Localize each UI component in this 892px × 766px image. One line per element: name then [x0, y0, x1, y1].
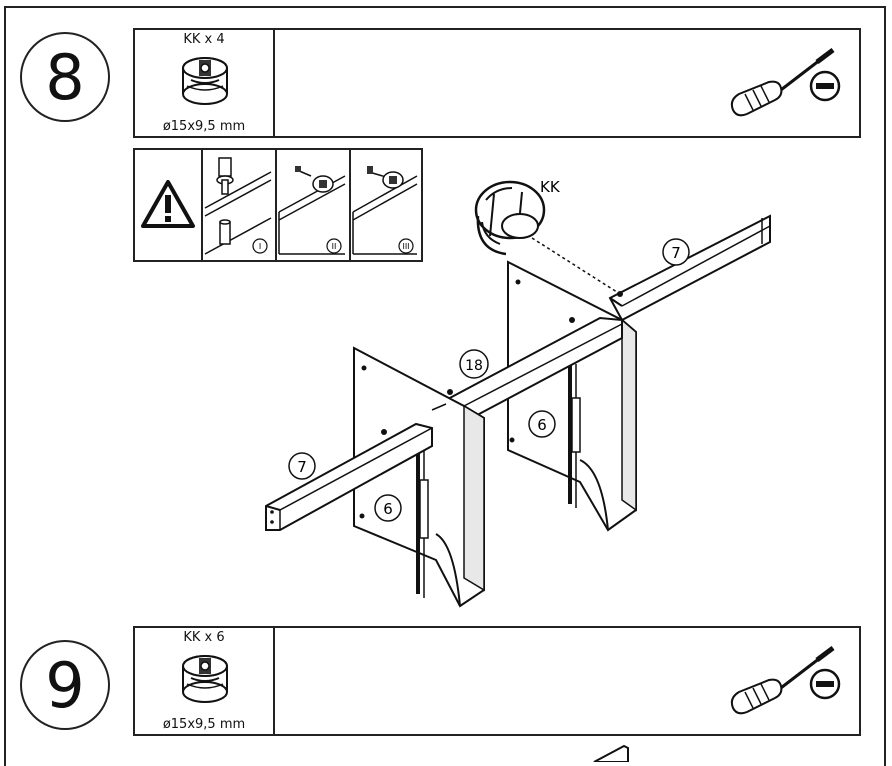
minus-icon	[809, 668, 841, 700]
cam-lock-icon	[182, 57, 228, 105]
substep-2-label: II	[332, 242, 337, 251]
callout-panel-front-label: 6	[383, 500, 393, 518]
step-8-header: KK x 4 ø15x9,5 mm	[133, 28, 861, 138]
substep-3-label: III	[402, 242, 409, 251]
substep-2-cell: II	[275, 150, 351, 260]
callout-rail-bottom-label: 7	[297, 458, 307, 476]
callout-panel-front: 6	[374, 494, 402, 522]
substep-3-illustration: III	[352, 166, 418, 255]
callout-panel-back: 6	[528, 410, 556, 438]
page-frame	[4, 6, 886, 766]
warning-cell	[135, 150, 203, 260]
callout-middle-rail-label: 18	[465, 358, 483, 374]
step-8-part-cell: KK x 4 ø15x9,5 mm	[135, 30, 275, 136]
minus-icon	[809, 70, 841, 102]
cam-lock-callout	[474, 180, 546, 256]
step-9-header: KK x 6 ø15x9,5 mm	[133, 626, 861, 736]
part-quantity: KK x 4	[183, 32, 225, 47]
step-number-8: 8	[20, 32, 110, 122]
warning-triangle-icon	[141, 180, 195, 228]
substep-1-label: I	[259, 242, 261, 251]
screwdriver-icon	[730, 48, 835, 117]
cam-lock-icon	[182, 655, 228, 703]
callout-rail-top: 7	[662, 238, 690, 266]
warning-strip: I II III	[133, 148, 423, 262]
assembly-illustration: KK 7 18 6 7 6	[265, 178, 771, 608]
part-quantity: KK x 6	[183, 630, 225, 645]
kk-label: KK	[540, 178, 561, 196]
next-step-illustration-fragment	[593, 744, 629, 762]
substep-1-illustration: I	[204, 157, 272, 255]
step-number-label: 8	[45, 40, 85, 114]
callout-middle-rail: 18	[459, 349, 489, 379]
substep-2-illustration: II	[278, 166, 346, 255]
screwdriver-icon	[730, 646, 835, 715]
step-number-label: 9	[45, 648, 85, 722]
substep-1-cell: I	[201, 150, 277, 260]
part-size: ø15x9,5 mm	[162, 717, 246, 732]
callout-rail-top-label: 7	[671, 244, 681, 262]
callout-panel-back-label: 6	[537, 416, 547, 434]
step-9-part-cell: KK x 6 ø15x9,5 mm	[135, 628, 275, 734]
step-number-9: 9	[20, 640, 110, 730]
callout-rail-bottom: 7	[288, 452, 316, 480]
substep-3-cell: III	[349, 150, 421, 260]
part-size: ø15x9,5 mm	[162, 119, 246, 134]
